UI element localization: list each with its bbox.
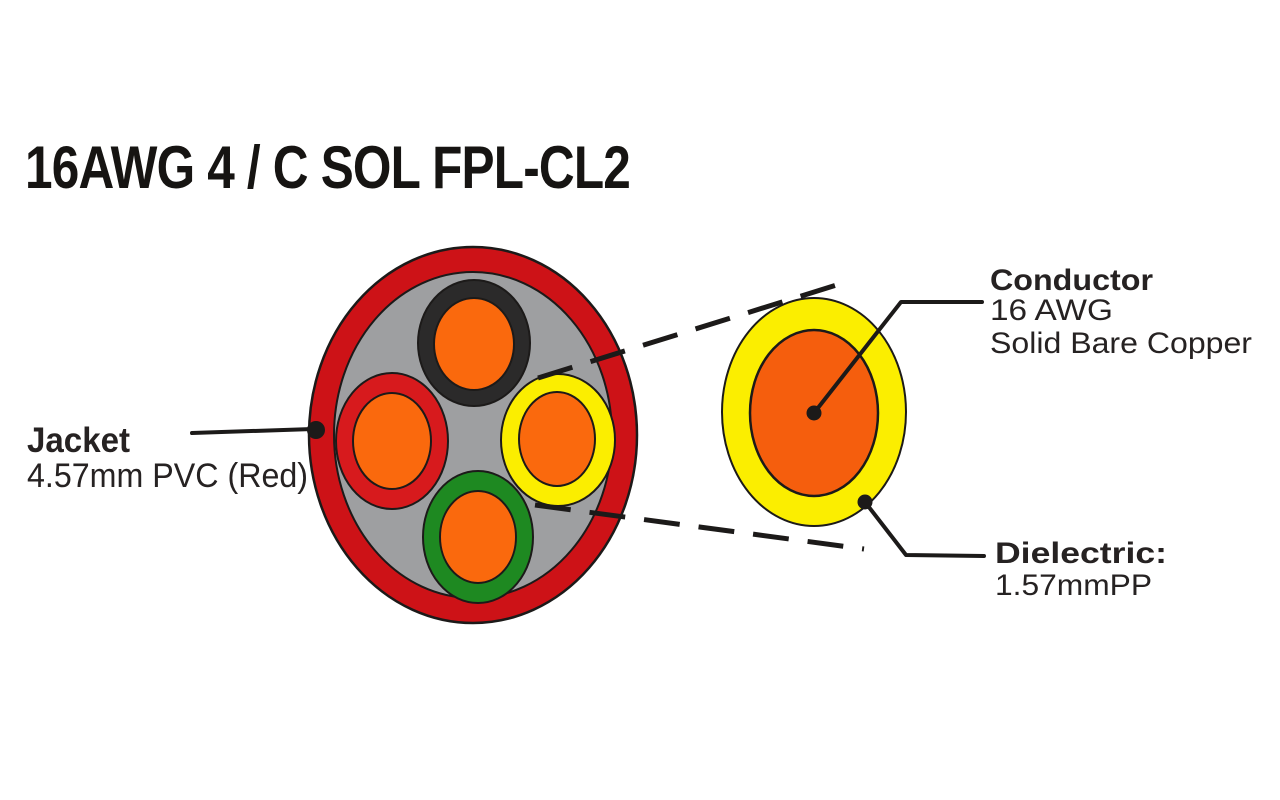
conductor-callout: Conductor 16 AWG Solid Bare Copper (806, 264, 1252, 421)
conductor-label: Conductor (990, 264, 1153, 297)
dielectric-leader-line (863, 500, 986, 558)
jacket-leader-line (190, 427, 315, 435)
jacket-callout: Jacket 4.57mm PVC (Red) (27, 421, 325, 495)
wire-green-conductor (439, 490, 517, 584)
conductor-leader-line (812, 300, 984, 415)
dielectric-callout: Dielectric: 1.57mmPP (857, 494, 1167, 602)
wire-black-conductor (433, 297, 515, 391)
wire-yellow (500, 373, 616, 507)
wire-green (422, 470, 534, 604)
dielectric-leader-dot (857, 494, 873, 510)
jacket-leader-dot (307, 421, 325, 439)
wire-red-conductor (352, 392, 432, 490)
wire-red (335, 372, 449, 510)
dielectric-label: Dielectric: (995, 537, 1167, 570)
jacket-label: Jacket (27, 421, 130, 460)
wire-yellow-conductor (518, 391, 596, 487)
conductor-awg: 16 AWG (990, 294, 1113, 327)
conductor-leader-dot (806, 405, 822, 421)
jacket-detail: 4.57mm PVC (Red) (27, 457, 308, 495)
magnifier-cone-lower-dashed-line (534, 502, 865, 552)
conductor-material: Solid Bare Copper (990, 327, 1252, 360)
wire-black (417, 279, 531, 407)
page-title: 16AWG 4 / C SOL FPL-CL2 (25, 134, 630, 201)
cable-cross-section (307, 245, 639, 625)
dielectric-detail: 1.57mmPP (995, 569, 1152, 602)
